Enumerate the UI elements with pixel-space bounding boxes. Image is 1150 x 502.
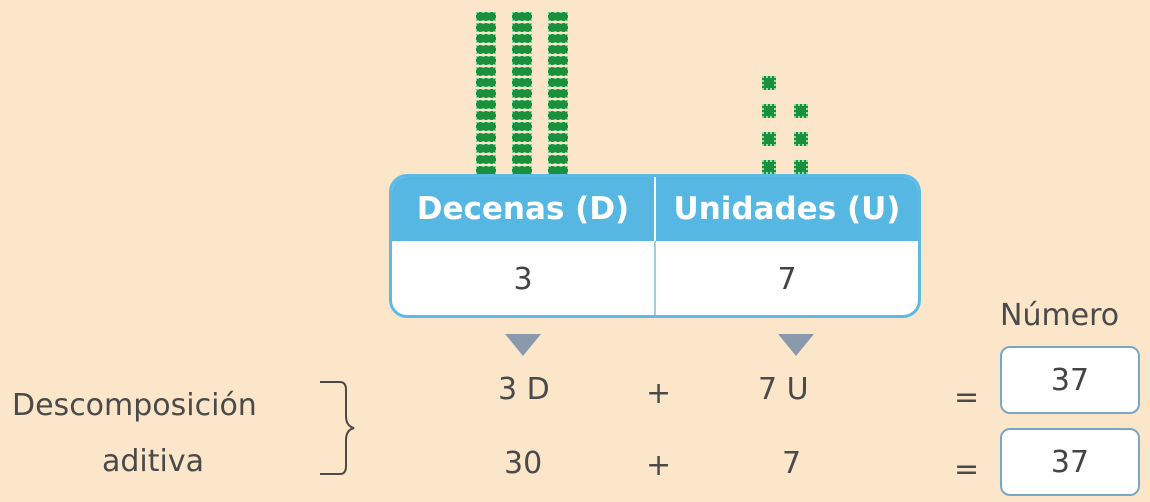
rod-cube (548, 34, 568, 43)
place-value-table: Decenas (D) Unidades (U) 3 7 (389, 174, 921, 318)
rod-cube (548, 122, 568, 131)
rod-cube (512, 56, 532, 65)
unit-cube (794, 104, 808, 118)
rod-cube (476, 12, 496, 21)
row2-plus: + (646, 448, 672, 483)
row1-result: 37 (1050, 362, 1090, 398)
rod-cube (512, 133, 532, 142)
rod-cube (512, 34, 532, 43)
unit-cube (794, 160, 808, 174)
unit-cube (762, 160, 776, 174)
rod-cube (548, 45, 568, 54)
unit-cube (762, 132, 776, 146)
rod-cube (548, 67, 568, 76)
row2-result: 37 (1050, 444, 1090, 480)
rod-cube (476, 144, 496, 153)
table-header-row: Decenas (D) Unidades (U) (392, 177, 918, 241)
rod-cube (476, 56, 496, 65)
row1-result-box: 37 (1000, 346, 1140, 414)
rod-cube (476, 122, 496, 131)
rod-cube (548, 56, 568, 65)
unit-cube (794, 132, 808, 146)
rod-cube (548, 89, 568, 98)
rod-cube (476, 34, 496, 43)
brace-icon (320, 381, 355, 475)
rod-cube (476, 45, 496, 54)
decomposition-label-line2: aditiva (102, 444, 204, 479)
rod-cube (476, 133, 496, 142)
value-tens: 3 (392, 241, 656, 315)
rod-cube (476, 23, 496, 32)
rod-cube (548, 100, 568, 109)
rod-cube (512, 111, 532, 120)
rod-cube (476, 111, 496, 120)
rod-cube (548, 133, 568, 142)
down-arrow-icon (505, 334, 541, 356)
rod-cube (548, 144, 568, 153)
value-units: 7 (777, 262, 797, 297)
rod-cube (512, 100, 532, 109)
rod-cube (512, 144, 532, 153)
rod-cube (548, 23, 568, 32)
number-label: Número (1000, 298, 1120, 333)
row1-units: 7 U (758, 372, 809, 407)
rod-cube (512, 78, 532, 87)
header-tens: Decenas (D) (392, 177, 656, 241)
rod-cube (512, 12, 532, 21)
row2-units: 7 (782, 446, 802, 481)
down-arrow-icon (778, 334, 814, 356)
row1-equals: = (954, 380, 980, 415)
rod-cube (476, 155, 496, 164)
rod-cube (476, 67, 496, 76)
row2-equals: = (954, 452, 980, 487)
rod-cube (512, 45, 532, 54)
unit-cube (762, 104, 776, 118)
tens-rod (548, 12, 570, 175)
row2-tens: 30 (504, 446, 543, 481)
tens-rod (512, 12, 534, 175)
rod-cube (548, 78, 568, 87)
rod-cube (512, 89, 532, 98)
rod-cube (512, 23, 532, 32)
rod-cube (512, 122, 532, 131)
row2-result-box: 37 (1000, 428, 1140, 496)
rod-cube (548, 12, 568, 21)
tens-rod (476, 12, 498, 175)
header-units: Unidades (U) (673, 191, 901, 227)
table-value-row: 3 7 (392, 241, 918, 315)
rod-cube (476, 100, 496, 109)
row1-plus: + (646, 376, 672, 411)
rod-cube (512, 155, 532, 164)
unit-cube (762, 76, 776, 90)
rod-cube (476, 78, 496, 87)
rod-cube (548, 155, 568, 164)
row1-tens: 3 D (498, 372, 550, 407)
rod-cube (512, 67, 532, 76)
rod-cube (476, 89, 496, 98)
decomposition-label-line1: Descomposición (12, 388, 257, 423)
rod-cube (548, 111, 568, 120)
